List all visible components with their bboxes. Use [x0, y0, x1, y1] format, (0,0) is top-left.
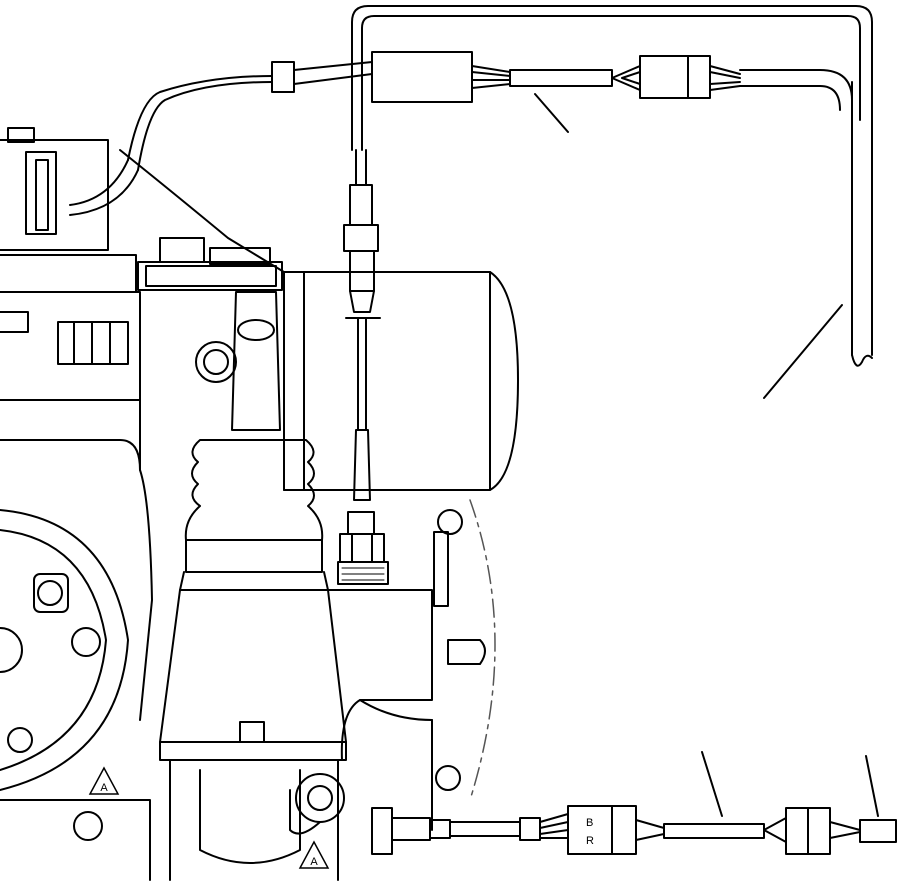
callout-leader-bottom-end — [865, 755, 879, 817]
bottom-small-nut — [371, 807, 393, 855]
connector-letter-b: B — [586, 817, 593, 829]
warning-triangle-icon: A — [88, 766, 120, 795]
shift-lever — [159, 291, 347, 881]
bottom-harness-sleeve — [663, 823, 765, 839]
top-connector-block-left — [371, 51, 473, 103]
bottom-end-cap — [859, 819, 897, 843]
callout-leader-bottom-sleeve — [701, 751, 723, 817]
side-flange — [321, 499, 496, 831]
cylinder-housing — [283, 271, 519, 491]
bottom-bolt — [289, 773, 345, 835]
callout-leader-top-sleeve — [534, 93, 569, 133]
top-harness-loop — [351, 5, 873, 367]
sensor-nut — [337, 511, 389, 585]
top-connector-block-right — [639, 55, 711, 99]
connector-letter-r: R — [586, 835, 594, 847]
callout-leader-right — [763, 304, 843, 399]
vertical-sensor-cable — [343, 149, 381, 501]
warning-letter: A — [100, 782, 108, 794]
top-connector-chain — [371, 51, 853, 133]
top-harness-sleeve — [509, 69, 613, 87]
warning-triangle-icon: A — [298, 840, 330, 869]
left-pigtail — [69, 61, 373, 216]
warning-letter: A — [310, 856, 318, 868]
small-plug — [271, 61, 295, 93]
bottom-harness — [371, 751, 897, 855]
engine-body-left — [0, 127, 285, 721]
flywheel — [0, 509, 151, 881]
